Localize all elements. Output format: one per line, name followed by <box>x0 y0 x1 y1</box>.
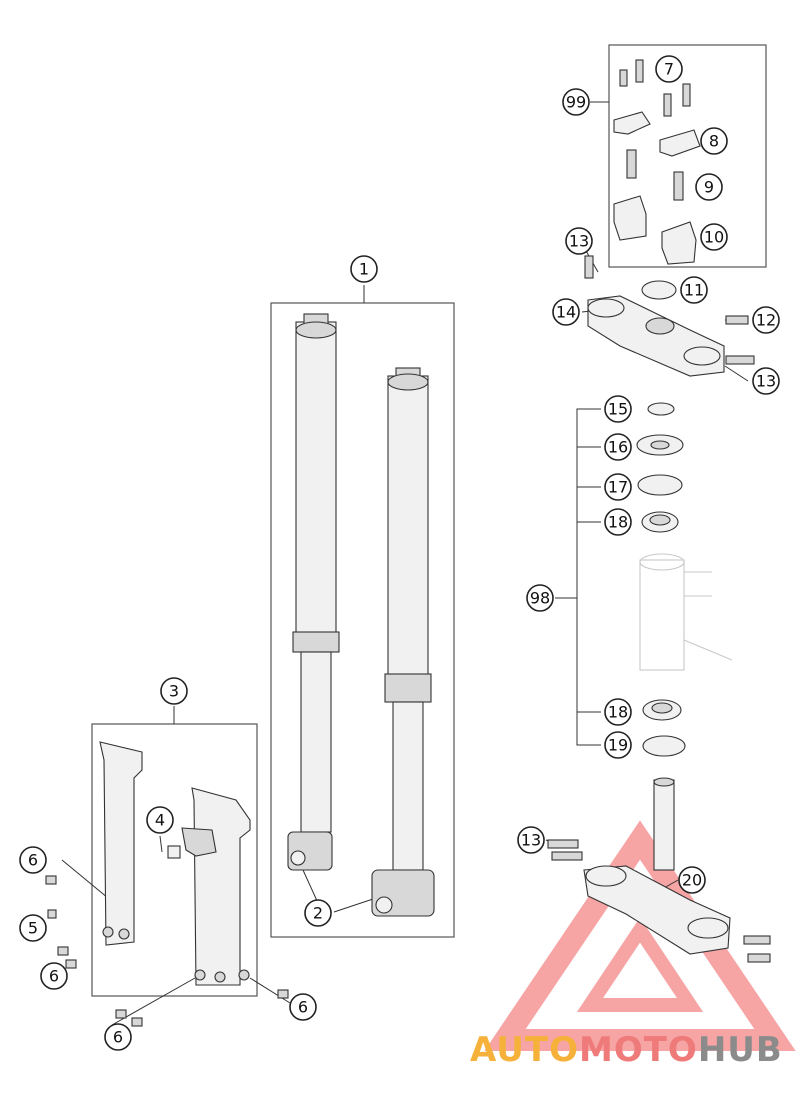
callout-6d: 6 <box>289 993 317 1021</box>
upper-triple-clamp <box>584 255 755 377</box>
bracket-98 <box>576 408 601 746</box>
callout-18a: 18 <box>604 508 632 536</box>
svg-text:12: 12 <box>756 311 776 330</box>
svg-text:18: 18 <box>608 513 628 532</box>
svg-text:98: 98 <box>530 589 550 608</box>
watermark-part-moto: MOTO <box>578 1030 698 1070</box>
watermark-part-hub: HUB <box>697 1030 783 1070</box>
svg-text:13: 13 <box>569 232 589 251</box>
callout-18b: 18 <box>604 698 632 726</box>
svg-text:10: 10 <box>704 228 724 247</box>
svg-text:18: 18 <box>608 703 628 722</box>
callout-12: 12 <box>752 306 780 334</box>
svg-text:5: 5 <box>28 919 38 938</box>
svg-text:7: 7 <box>664 60 674 79</box>
svg-text:9: 9 <box>704 178 714 197</box>
callout-14: 14 <box>552 298 580 326</box>
svg-text:11: 11 <box>684 281 704 300</box>
fork-guard-right <box>191 787 251 986</box>
callout-13a: 13 <box>565 227 593 255</box>
steering-bearing-stack <box>636 402 686 757</box>
svg-text:1: 1 <box>359 260 369 279</box>
callout-98: 98 <box>526 584 554 612</box>
watermark-triangle-logo <box>484 820 796 1051</box>
svg-text:4: 4 <box>155 811 165 830</box>
steering-head-tube-ghost <box>639 553 733 671</box>
svg-text:8: 8 <box>709 132 719 151</box>
callout-6c: 6 <box>104 1023 132 1051</box>
watermark-logo-text: AUTOMOTOHUB <box>470 1030 800 1070</box>
callout-17: 17 <box>604 473 632 501</box>
svg-text:13: 13 <box>521 831 541 850</box>
handlebar-clamp-parts <box>613 59 701 265</box>
svg-text:2: 2 <box>313 904 323 923</box>
svg-text:3: 3 <box>169 682 179 701</box>
callout-1: 1 <box>350 255 378 283</box>
callout-2: 2 <box>304 899 332 927</box>
guard-screws <box>45 875 289 1027</box>
callout-6b: 6 <box>40 962 68 990</box>
svg-text:6: 6 <box>28 851 38 870</box>
callout-16: 16 <box>604 433 632 461</box>
svg-text:6: 6 <box>298 998 308 1017</box>
svg-text:16: 16 <box>608 438 628 457</box>
group-box-99 <box>608 44 767 268</box>
lower-triple-clamp <box>547 777 771 963</box>
callout-10: 10 <box>700 223 728 251</box>
group-box-1 <box>270 302 455 938</box>
callout-99: 99 <box>562 88 590 116</box>
watermark-part-auto: AUTO <box>470 1030 579 1070</box>
svg-text:6: 6 <box>49 967 59 986</box>
callout-4: 4 <box>146 806 174 834</box>
callout-8: 8 <box>700 127 728 155</box>
callout-9: 9 <box>695 173 723 201</box>
callout-7: 7 <box>655 55 683 83</box>
callout-15: 15 <box>604 395 632 423</box>
callout-6a: 6 <box>19 846 47 874</box>
svg-text:13: 13 <box>756 372 776 391</box>
callout-20: 20 <box>678 866 706 894</box>
svg-text:15: 15 <box>608 400 628 419</box>
callout-11: 11 <box>680 276 708 304</box>
callout-13b: 13 <box>752 367 780 395</box>
callout-13c: 13 <box>517 826 545 854</box>
svg-text:17: 17 <box>608 478 628 497</box>
callout-3: 3 <box>160 677 188 705</box>
svg-text:6: 6 <box>113 1028 123 1047</box>
svg-text:19: 19 <box>608 736 628 755</box>
svg-text:20: 20 <box>682 871 702 890</box>
svg-text:99: 99 <box>566 93 586 112</box>
fork-leg-left <box>287 313 340 871</box>
callout-19: 19 <box>604 731 632 759</box>
callout-5: 5 <box>19 914 47 942</box>
svg-text:14: 14 <box>556 303 576 322</box>
fork-leg-right <box>371 367 435 917</box>
fork-guard-left <box>99 741 143 946</box>
guard-bracket <box>167 827 217 859</box>
